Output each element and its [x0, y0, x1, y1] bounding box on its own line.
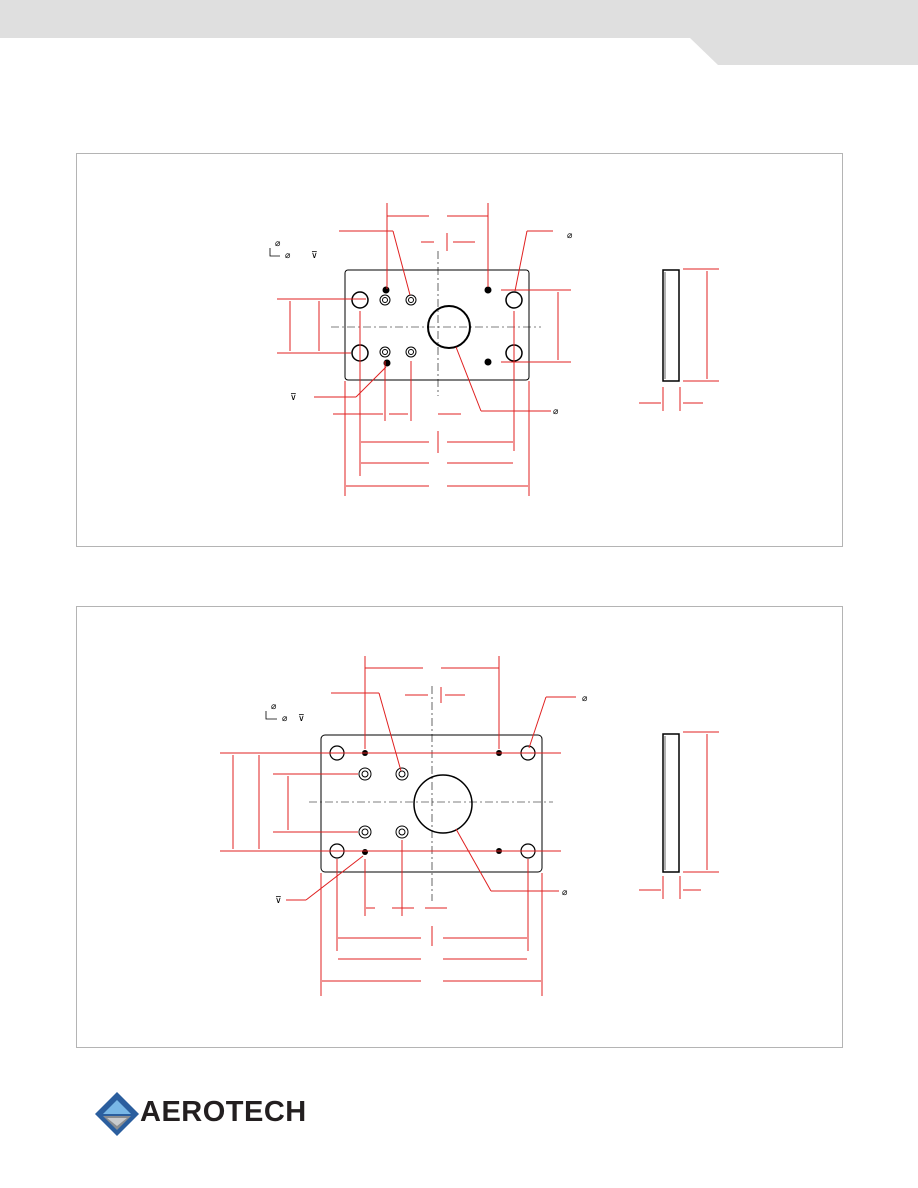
tapped-hole — [382, 286, 390, 294]
header-band — [0, 0, 918, 65]
counterbore-hole — [358, 767, 372, 781]
bottom-plate-svg: ⌀ ⌀ ⊽ ⌀ ⊽ ⌀ — [220, 656, 719, 996]
tapped-hole — [484, 286, 492, 294]
aerotech-diamond-icon — [95, 1092, 139, 1136]
counterbore-hole — [405, 294, 417, 306]
mounting-hole — [505, 291, 523, 309]
counterbore-hole-inner — [398, 828, 406, 836]
logo-text: AEROTECH — [140, 1096, 307, 1128]
plate-outline — [344, 269, 530, 381]
svg-text:⌀: ⌀ — [275, 239, 281, 249]
counterbore-hole — [395, 767, 409, 781]
counterbore-hole-inner — [398, 770, 406, 778]
counterbore-hole — [358, 825, 372, 839]
svg-text:⊽: ⊽ — [290, 393, 297, 403]
svg-text:⌀: ⌀ — [282, 714, 288, 724]
svg-text:⌀: ⌀ — [567, 231, 573, 241]
svg-text:⌀: ⌀ — [562, 888, 568, 898]
center-bore — [413, 774, 473, 834]
hole-callout: ⌀ ⌀ ⊽ ⌀ ⊽ ⌀ — [265, 694, 588, 906]
svg-text:⌀: ⌀ — [285, 251, 291, 261]
top-plate-svg: ⌀ ⌀ ⊽ ⌀ ⊽ ⌀ — [269, 203, 719, 496]
dimension-lines — [277, 203, 571, 496]
hole-callout: ⌀ ⌀ ⊽ ⌀ ⊽ ⌀ — [269, 231, 573, 417]
counterbore-hole-inner — [408, 349, 414, 355]
tapped-hole — [362, 849, 368, 855]
tapped-hole — [484, 358, 492, 366]
counterbore-hole — [379, 294, 391, 306]
svg-text:⊽: ⊽ — [298, 714, 305, 724]
dimension-lines — [220, 656, 576, 996]
counterbore-hole-inner — [382, 349, 388, 355]
side-view — [639, 731, 719, 899]
svg-text:⊽: ⊽ — [311, 251, 318, 261]
counterbore-hole — [379, 346, 391, 358]
counterbore-hole-inner — [361, 770, 369, 778]
plate-outline — [320, 734, 543, 873]
svg-text:⊽: ⊽ — [275, 896, 282, 906]
svg-text:⌀: ⌀ — [553, 407, 559, 417]
top-plate-drawing: ⌀ ⌀ ⊽ ⌀ ⊽ ⌀ — [76, 153, 843, 547]
counterbore-hole-inner — [361, 828, 369, 836]
svg-text:⌀: ⌀ — [582, 694, 588, 704]
bottom-plate-drawing: ⌀ ⌀ ⊽ ⌀ ⊽ ⌀ — [76, 606, 843, 1048]
svg-text:⌀: ⌀ — [271, 702, 277, 712]
side-view — [639, 268, 719, 411]
counterbore-hole-inner — [382, 297, 388, 303]
counterbore-hole-inner — [408, 297, 414, 303]
counterbore-hole — [405, 346, 417, 358]
mounting-hole — [351, 291, 369, 309]
counterbore-hole — [395, 825, 409, 839]
